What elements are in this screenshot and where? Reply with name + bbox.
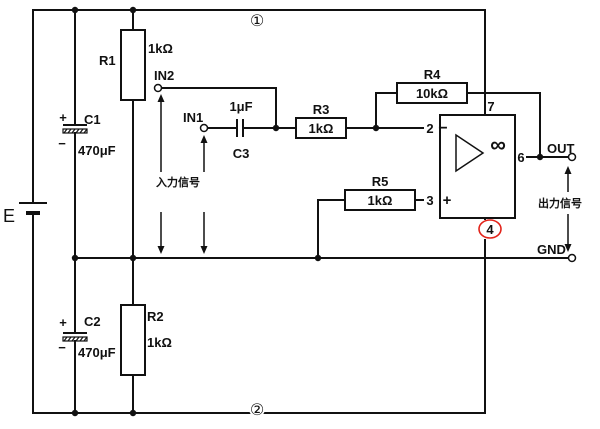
input-arrow-gnd-left-icon: [157, 246, 165, 254]
junction-dot: [372, 124, 380, 132]
opamp-infinity-symbol: ∞: [490, 132, 506, 157]
node-bottom-backdrop: [249, 401, 265, 417]
c1-minus: −: [58, 136, 66, 151]
gnd-label: GND: [537, 242, 566, 257]
resistor-r1: [120, 29, 146, 101]
out-terminal: [567, 152, 577, 162]
junction-dot: [272, 124, 280, 132]
r3-name: R3: [313, 102, 330, 117]
input-signal-label: 入力信号: [156, 175, 200, 189]
wire-in2: [160, 87, 277, 129]
capacitor-c3: [236, 119, 244, 137]
junction-dot: [536, 153, 544, 161]
input-arrow-in2-icon: [157, 94, 165, 102]
junction-dot: [71, 6, 79, 14]
resistor-r5: [344, 189, 416, 211]
in2-label: IN2: [154, 68, 174, 83]
opamp-triangle-icon: [455, 133, 485, 173]
node-bottom-label: ②: [250, 400, 264, 419]
c1-hatch: [63, 128, 88, 134]
r2-name: R2: [147, 309, 164, 324]
pin-4-highlight-circle: [478, 219, 502, 239]
opamp-plus-sign: +: [443, 192, 452, 209]
resistor-r2: [120, 304, 146, 376]
output-arrow-up-icon: [564, 166, 572, 174]
c3-name: C3: [233, 146, 250, 161]
c3-value: 1μF: [229, 99, 252, 114]
opamp-body: [439, 114, 516, 219]
resistor-r4: [396, 82, 468, 104]
junction-dot: [129, 409, 137, 417]
c2-hatch: [63, 336, 88, 342]
junction-dot: [129, 254, 137, 262]
c2-value: 470μF: [78, 345, 116, 360]
c1-value: 470μF: [78, 143, 116, 158]
junction-dot: [314, 254, 322, 262]
in1-label: IN1: [183, 110, 203, 125]
input-arrow-gnd-right-icon: [200, 246, 208, 254]
r5-value: 1kΩ: [368, 193, 393, 208]
resistor-r3: [295, 117, 347, 139]
input-arrow-in1-icon: [200, 135, 208, 143]
r1-value: 1kΩ: [148, 41, 173, 56]
node-top-label: ①: [250, 11, 264, 30]
c1-plus: +: [59, 110, 67, 125]
junction-dots: [71, 6, 544, 417]
opamp-minus-sign: −: [438, 120, 447, 137]
r3-value: 1kΩ: [309, 121, 334, 136]
in1-terminal: [199, 123, 209, 133]
out-label: OUT: [547, 141, 575, 156]
output-signal-label: 出力信号: [538, 196, 582, 210]
junction-dot: [71, 409, 79, 417]
wire-r5: [317, 199, 424, 259]
r4-name: R4: [424, 67, 441, 82]
c1-name: C1: [84, 112, 101, 127]
junction-dot: [71, 254, 79, 262]
battery-e: [19, 202, 47, 215]
capacitor-c2: [62, 332, 88, 342]
r5-name: R5: [372, 174, 389, 189]
c2-plus: +: [59, 315, 67, 330]
r2-value: 1kΩ: [147, 335, 172, 350]
pin-2-label: 2: [426, 121, 433, 136]
output-arrow-down-icon: [564, 244, 572, 252]
capacitor-c1: [62, 124, 88, 134]
pin-6-label: 6: [517, 150, 524, 165]
battery-label: E: [3, 206, 15, 226]
c2-name: C2: [84, 314, 101, 329]
r1-name: R1: [99, 53, 116, 68]
gnd-terminal: [567, 253, 577, 263]
pin-3-label: 3: [426, 193, 433, 208]
c2-minus: −: [58, 340, 66, 355]
in2-terminal: [153, 83, 163, 93]
pin-7-label: 7: [487, 99, 494, 114]
wire-feedback: [375, 92, 541, 158]
r4-value: 10kΩ: [416, 86, 448, 101]
junction-dot: [129, 6, 137, 14]
pin-4-label: 4: [486, 222, 494, 237]
